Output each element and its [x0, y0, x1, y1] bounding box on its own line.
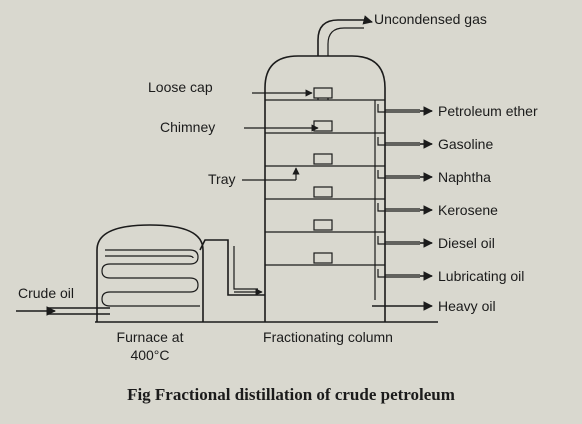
label-fractionating-column: Fractionating column	[263, 329, 393, 345]
label-furnace-line2: 400°C	[130, 347, 169, 363]
figure-caption: Fig Fractional distillation of crude pet…	[127, 385, 455, 404]
bubble-cap	[313, 153, 333, 165]
tray-1	[265, 87, 385, 101]
tray-4	[265, 186, 385, 200]
furnace	[48, 224, 265, 322]
label-chimney: Chimney	[160, 119, 215, 135]
label-lubricating-oil: Lubricating oil	[438, 268, 524, 284]
label-heavy-oil: Heavy oil	[438, 298, 496, 314]
bubble-cap	[313, 186, 333, 198]
label-tray: Tray	[208, 171, 235, 187]
furnace-to-column-pipe	[199, 239, 265, 296]
bubble-cap	[313, 219, 333, 231]
label-kerosene: Kerosene	[438, 202, 498, 218]
bubble-cap	[313, 252, 333, 264]
tray-5	[265, 219, 385, 233]
fractionating-column	[264, 55, 386, 322]
gas-outlet-pipe-inner	[327, 27, 364, 56]
tray-2	[265, 120, 385, 134]
bubble-cap	[313, 87, 333, 99]
label-petroleum-ether: Petroleum ether	[438, 103, 538, 119]
tray-3	[265, 153, 385, 167]
label-crude-oil: Crude oil	[18, 285, 74, 301]
tray-6	[265, 252, 385, 266]
gas-outlet-pipe	[317, 19, 364, 56]
label-diesel-oil: Diesel oil	[438, 235, 495, 251]
tray-group	[265, 87, 385, 266]
label-furnace-line1: Furnace at	[117, 329, 184, 345]
label-gasoline: Gasoline	[438, 136, 493, 152]
bubble-cap	[313, 120, 333, 132]
label-uncondensed-gas: Uncondensed gas	[374, 11, 487, 27]
label-naphtha: Naphtha	[438, 169, 491, 185]
label-loose-cap: Loose cap	[148, 79, 213, 95]
gas-arrow	[362, 15, 373, 25]
furnace-coil	[101, 249, 200, 307]
output-arrows	[372, 106, 433, 311]
output-pipes	[377, 104, 420, 278]
